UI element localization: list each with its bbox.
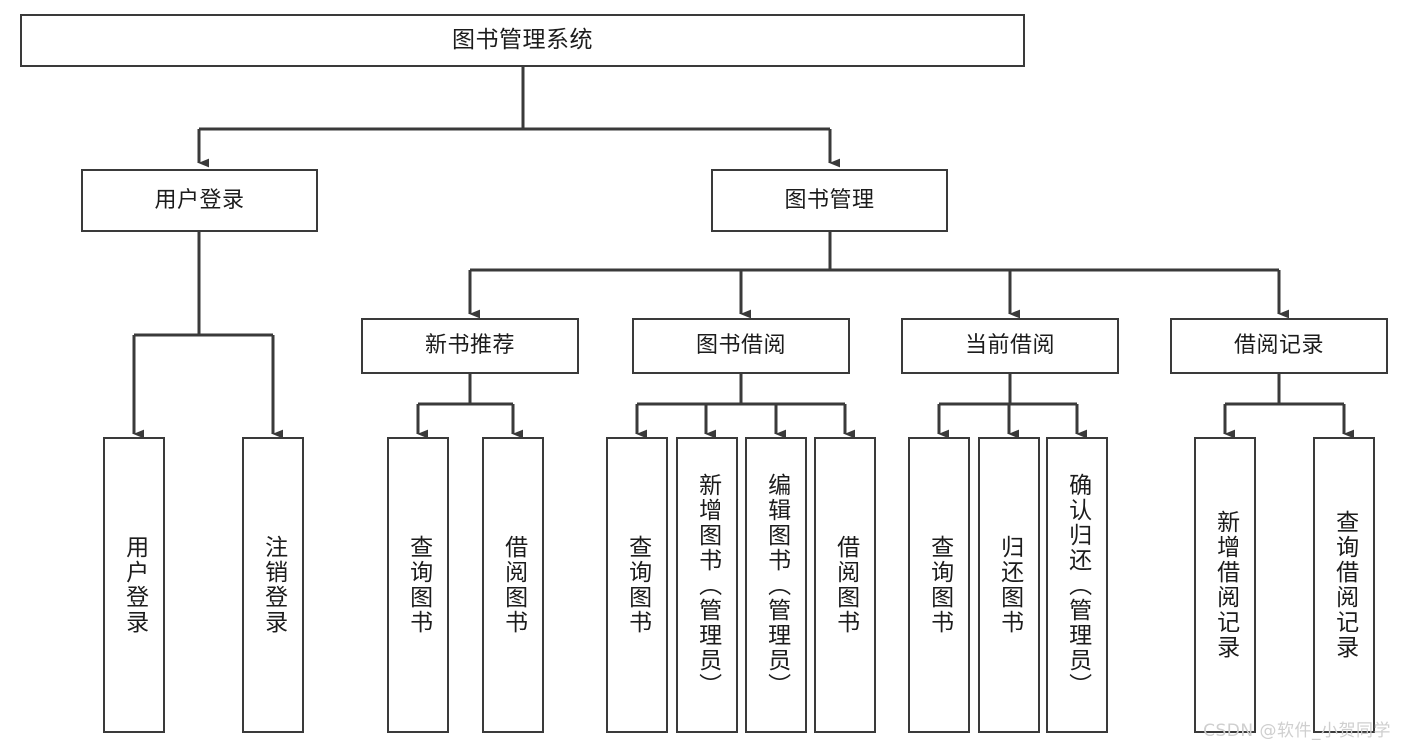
node-book-management[interactable]: 图书管理 bbox=[711, 169, 948, 232]
node-leaf-edit-book-label: 编辑图书（管理员） bbox=[763, 472, 790, 698]
node-leaf-add-book-label: 新增图书（管理员） bbox=[694, 472, 721, 698]
node-leaf-user-logout-label: 注销登录 bbox=[260, 535, 287, 635]
node-leaf-confirm-return-label: 确认归还（管理员） bbox=[1064, 472, 1091, 698]
node-leaf-user-login[interactable]: 用户登录 bbox=[103, 437, 165, 733]
node-borrow-record-label: 借阅记录 bbox=[1233, 333, 1324, 359]
node-leaf-borrow-book-1-label: 借阅图书 bbox=[500, 535, 527, 635]
node-leaf-confirm-return[interactable]: 确认归还（管理员） bbox=[1046, 437, 1108, 733]
node-leaf-query-record-label: 查询借阅记录 bbox=[1331, 510, 1358, 660]
node-current-borrow[interactable]: 当前借阅 bbox=[901, 318, 1119, 374]
node-leaf-user-logout[interactable]: 注销登录 bbox=[242, 437, 304, 733]
node-borrow-record[interactable]: 借阅记录 bbox=[1170, 318, 1388, 374]
node-leaf-return-book[interactable]: 归还图书 bbox=[978, 437, 1040, 733]
node-user-login-label: 用户登录 bbox=[154, 187, 245, 213]
node-leaf-query-book-1-label: 查询图书 bbox=[405, 535, 432, 635]
node-leaf-query-book-2[interactable]: 查询图书 bbox=[606, 437, 668, 733]
node-user-login[interactable]: 用户登录 bbox=[81, 169, 318, 232]
node-new-book-recommend[interactable]: 新书推荐 bbox=[361, 318, 579, 374]
node-leaf-query-book-3-label: 查询图书 bbox=[926, 535, 953, 635]
node-leaf-query-book-3[interactable]: 查询图书 bbox=[908, 437, 970, 733]
node-leaf-add-book[interactable]: 新增图书（管理员） bbox=[676, 437, 738, 733]
node-leaf-edit-book[interactable]: 编辑图书（管理员） bbox=[745, 437, 807, 733]
node-leaf-user-login-label: 用户登录 bbox=[121, 535, 148, 635]
node-leaf-borrow-book-2-label: 借阅图书 bbox=[832, 535, 859, 635]
node-book-management-label: 图书管理 bbox=[784, 187, 875, 213]
node-leaf-query-book-2-label: 查询图书 bbox=[624, 535, 651, 635]
csdn-watermark: CSDN @软件_小贺同学 bbox=[1203, 721, 1391, 741]
node-leaf-query-record[interactable]: 查询借阅记录 bbox=[1313, 437, 1375, 733]
node-book-borrow[interactable]: 图书借阅 bbox=[632, 318, 850, 374]
node-root-label: 图书管理系统 bbox=[452, 26, 593, 53]
node-root[interactable]: 图书管理系统 bbox=[20, 14, 1025, 67]
node-leaf-add-record[interactable]: 新增借阅记录 bbox=[1194, 437, 1256, 733]
node-new-book-recommend-label: 新书推荐 bbox=[424, 333, 515, 359]
node-leaf-add-record-label: 新增借阅记录 bbox=[1212, 510, 1239, 660]
node-leaf-borrow-book-1[interactable]: 借阅图书 bbox=[482, 437, 544, 733]
node-leaf-borrow-book-2[interactable]: 借阅图书 bbox=[814, 437, 876, 733]
node-current-borrow-label: 当前借阅 bbox=[964, 333, 1055, 359]
node-book-borrow-label: 图书借阅 bbox=[695, 333, 786, 359]
node-leaf-return-book-label: 归还图书 bbox=[996, 535, 1023, 635]
node-leaf-query-book-1[interactable]: 查询图书 bbox=[387, 437, 449, 733]
